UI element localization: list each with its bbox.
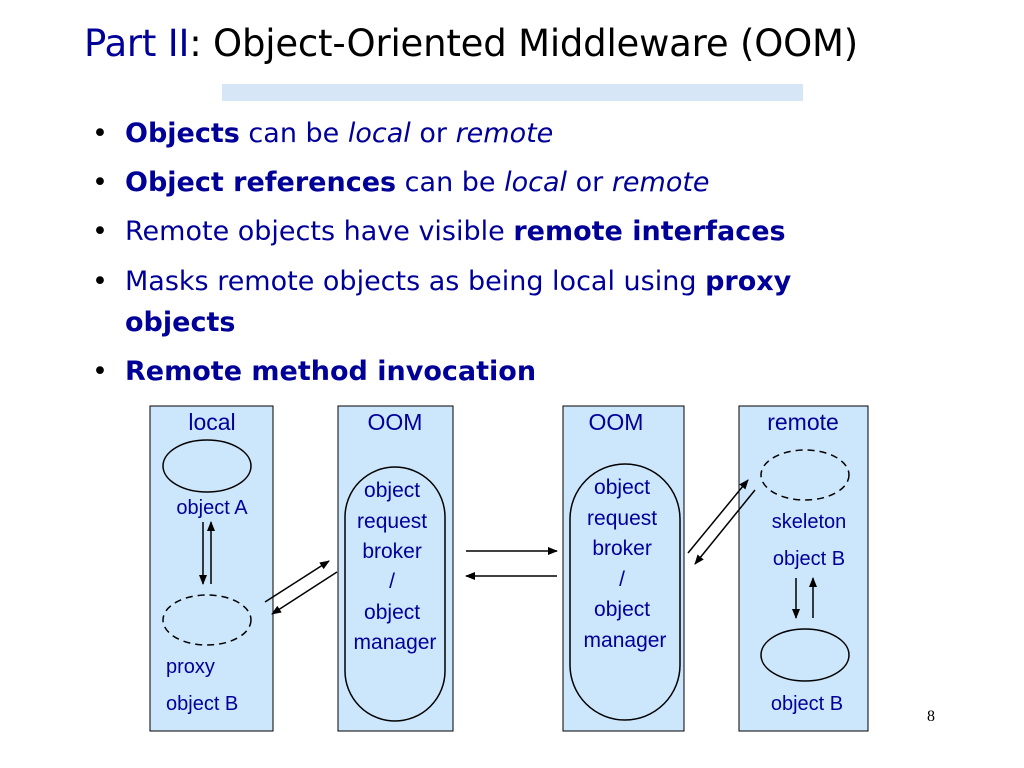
bullet-text-segment: proxy objects [125, 266, 792, 338]
bullet-text-segment: remote [611, 167, 710, 198]
title-rest: : Object-Oriented Middleware (OOM) [189, 22, 859, 65]
broker-left-line: object [364, 601, 420, 624]
proxy-label-line2: object B [166, 693, 238, 715]
oom-left-column-label: OOM [368, 409, 423, 435]
skeleton-ellipse [760, 449, 850, 501]
broker-left-line: object [364, 479, 420, 502]
oom-to-proxy-arrow [271, 571, 338, 615]
oom-to-skeleton-arrow [687, 479, 749, 554]
bullet-text-segment: can be [396, 167, 505, 198]
broker-right-line: object [594, 476, 650, 499]
bullet-text-segment: can be [239, 118, 348, 149]
bullet-text-segment: Objects [125, 118, 240, 149]
bullet-text-segment: remote interfaces [513, 216, 786, 247]
object-b-ellipse [760, 628, 850, 682]
broker-right-line: request [587, 507, 657, 530]
broker-right-line: manager [584, 629, 667, 652]
local-column-label: local [188, 409, 235, 435]
broker-right-text: object request broker / object manager [584, 476, 667, 652]
bullet-text-segment: Masks remote objects as being local usin… [125, 266, 706, 297]
broker-left-line: / [389, 570, 395, 593]
title-part: Part II [84, 22, 190, 65]
skeleton-label-line2: object B [773, 548, 845, 570]
remote-column-label: remote [767, 409, 839, 435]
bullet-text-segment: or [567, 167, 612, 198]
bullet-text-segment: Remote objects have visible [125, 216, 514, 247]
page-number: 8 [927, 708, 935, 725]
bullet-text-segment: or [410, 118, 456, 149]
bullet-item: Object references can be local or remote [92, 163, 902, 203]
object-b-label: object B [771, 693, 843, 715]
bullet-item: Remote method invocation [92, 352, 902, 392]
slide-title: Part II: Object-Oriented Middleware (OOM… [84, 22, 858, 65]
bullet-item: Objects can be local or remote [92, 114, 902, 154]
broker-left-line: manager [354, 631, 437, 654]
broker-left-capsule [344, 466, 446, 722]
bullet-text-segment: local [504, 167, 568, 198]
broker-left-line: broker [362, 540, 422, 563]
bullet-text-segment: Remote method invocation [125, 356, 537, 387]
broker-left-line: request [357, 510, 427, 533]
broker-right-line: object [594, 598, 650, 621]
bullet-text-segment: remote [455, 118, 554, 149]
bullet-item: Remote objects have visible remote inter… [92, 212, 902, 252]
bullet-text-segment: Object references [125, 167, 397, 198]
broker-right-line: broker [592, 537, 652, 560]
broker-right-capsule [569, 463, 681, 721]
broker-right-line: / [619, 568, 625, 591]
broker-left-text: object request broker / object manager [354, 479, 437, 654]
skeleton-to-oom-arrow [694, 489, 756, 565]
bullet-item: Masks remote objects as being local usin… [92, 261, 902, 343]
proxy-ellipse [162, 594, 252, 646]
bullet-list: Objects can be local or remote Object re… [92, 114, 902, 401]
proxy-to-oom-arrow [264, 560, 330, 603]
bullet-text-segment: local [347, 118, 411, 149]
title-underline-bar [222, 84, 803, 101]
object-a-label: object A [176, 497, 248, 519]
skeleton-label-line1: skeleton [772, 511, 847, 533]
oom-right-column-label: OOM [589, 409, 644, 435]
proxy-label-line1: proxy [166, 656, 215, 678]
object-a-ellipse [162, 439, 252, 493]
